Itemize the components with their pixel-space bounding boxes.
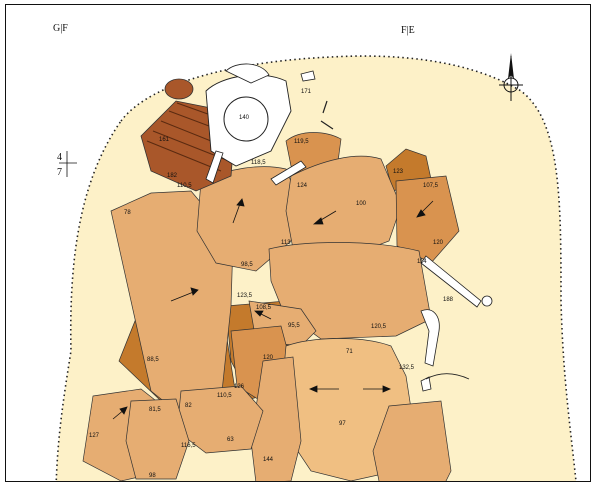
label-120-5: 120,5 xyxy=(371,324,387,330)
label-78: 78 xyxy=(124,210,131,216)
label-171: 171 xyxy=(301,89,312,95)
dip-arrows xyxy=(112,198,434,420)
grid-cross-4-7: 4 7 xyxy=(57,151,77,178)
label-81-5: 81,5 xyxy=(149,407,161,413)
elevation-labels: 171 140 161 182 119,5 110,5 118,5 123 10… xyxy=(89,89,454,479)
label-127: 127 xyxy=(89,433,100,439)
label-182: 182 xyxy=(167,173,178,179)
label-188: 188 xyxy=(443,297,454,303)
stones xyxy=(82,132,460,481)
label-114: 114 xyxy=(417,259,427,265)
stone-120-wide xyxy=(268,242,432,340)
stone-bottom-right xyxy=(372,400,452,481)
stone-right-upper xyxy=(395,175,460,264)
label-100: 100 xyxy=(356,201,367,207)
plan-frame: G|F F|E 4 7 xyxy=(5,4,591,482)
grid-row-bottom: 7 xyxy=(57,167,62,178)
label-110-5b: 110,5 xyxy=(217,393,232,399)
label-120a: 120 xyxy=(433,240,444,246)
label-132-5: 132,5 xyxy=(399,365,415,371)
stone-81 xyxy=(125,398,190,480)
label-108-5: 108,5 xyxy=(256,305,272,311)
label-82: 82 xyxy=(185,403,192,409)
excavation-plan: G|F F|E 4 7 xyxy=(53,23,577,481)
label-144: 144 xyxy=(263,457,274,463)
label-63: 63 xyxy=(227,437,234,443)
label-98-5: 98,5 xyxy=(241,262,253,268)
label-95-5: 95,5 xyxy=(288,323,300,329)
grid-label-gf: G|F xyxy=(53,23,68,34)
label-123: 123 xyxy=(393,169,404,175)
label-110-5: 110,5 xyxy=(177,183,192,189)
skeleton xyxy=(205,63,493,392)
label-126: 126 xyxy=(234,384,245,390)
label-97: 97 xyxy=(339,421,346,427)
label-107-5: 107,5 xyxy=(423,183,439,189)
grid-label-fe: F|E xyxy=(401,25,415,36)
label-124: 124 xyxy=(297,183,308,189)
label-140: 140 xyxy=(239,115,250,121)
label-116-5: 116,5 xyxy=(181,443,196,449)
label-98: 98 xyxy=(149,473,156,479)
label-88-5: 88,5 xyxy=(147,357,159,363)
label-161: 161 xyxy=(159,137,170,143)
label-119-5: 119,5 xyxy=(294,139,309,145)
label-71: 71 xyxy=(346,349,353,355)
label-118-5: 118,5 xyxy=(251,160,266,166)
label-120b: 120 xyxy=(263,355,274,361)
label-123-5: 123,5 xyxy=(237,293,253,299)
grid-row-top: 4 xyxy=(57,152,62,163)
north-arrow-icon xyxy=(499,53,523,101)
label-113: 113 xyxy=(281,240,291,246)
